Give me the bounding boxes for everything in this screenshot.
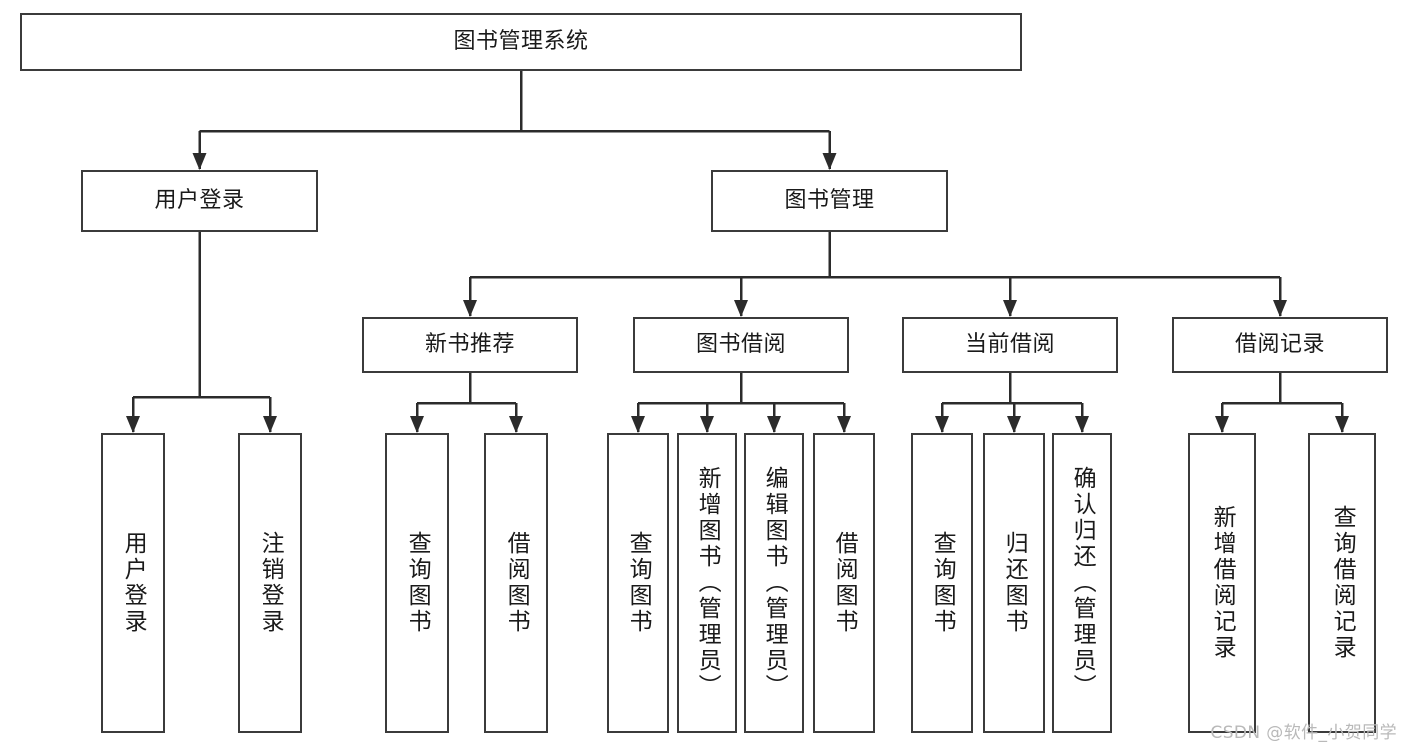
node-label: 借阅图书 [503, 531, 530, 635]
node-l-addrec[interactable]: 新增借阅记录 [1188, 433, 1256, 733]
node-l-login[interactable]: 用户登录 [101, 433, 165, 733]
arrowhead-login [192, 153, 207, 170]
node-root[interactable]: 图书管理系统 [20, 13, 1022, 71]
arrowhead-records [1273, 300, 1287, 317]
arrowhead-l-q2 [631, 416, 645, 433]
node-borrow[interactable]: 图书借阅 [633, 317, 849, 373]
arrowhead-l-logout [263, 416, 277, 433]
node-bookmgmt[interactable]: 图书管理 [711, 170, 948, 232]
node-l-q2[interactable]: 查询图书 [607, 433, 669, 733]
node-l-b1[interactable]: 借阅图书 [484, 433, 548, 733]
arrowhead-bookmgmt [822, 153, 837, 170]
node-label: 查询图书 [404, 531, 431, 635]
arrowhead-l-b2 [837, 416, 851, 433]
arrowhead-l-q1 [410, 416, 424, 433]
arrowhead-l-add [700, 416, 714, 433]
node-label: 查询图书 [929, 531, 956, 635]
node-label: 归还图书 [1001, 531, 1028, 635]
node-label: 借阅图书 [831, 531, 858, 635]
arrowhead-l-confirm [1075, 416, 1089, 433]
arrowhead-l-qrec [1335, 416, 1349, 433]
node-l-q3[interactable]: 查询图书 [911, 433, 973, 733]
node-current[interactable]: 当前借阅 [902, 317, 1118, 373]
arrowhead-newbook [463, 300, 477, 317]
node-newbook[interactable]: 新书推荐 [362, 317, 578, 373]
arrowhead-l-return [1007, 416, 1021, 433]
node-l-qrec[interactable]: 查询借阅记录 [1308, 433, 1376, 733]
node-label: 用户登录 [154, 188, 245, 214]
arrowhead-current [1003, 300, 1017, 317]
node-label: 编辑图书（管理员） [761, 466, 788, 700]
node-label: 图书借阅 [695, 332, 786, 358]
node-label: 新增图书（管理员） [694, 466, 721, 700]
node-login[interactable]: 用户登录 [81, 170, 318, 232]
node-label: 借阅记录 [1234, 332, 1325, 358]
arrowhead-l-b1 [509, 416, 523, 433]
node-l-q1[interactable]: 查询图书 [385, 433, 449, 733]
arrowhead-l-addrec [1215, 416, 1229, 433]
node-label: 查询借阅记录 [1329, 505, 1356, 661]
node-l-logout[interactable]: 注销登录 [238, 433, 302, 733]
node-label: 查询图书 [625, 531, 652, 635]
node-label: 新书推荐 [424, 332, 515, 358]
node-label: 当前借阅 [964, 332, 1055, 358]
node-l-confirm[interactable]: 确认归还（管理员） [1052, 433, 1112, 733]
node-label: 图书管理系统 [453, 29, 589, 55]
node-l-b2[interactable]: 借阅图书 [813, 433, 875, 733]
node-label: 图书管理 [784, 188, 875, 214]
node-label: 注销登录 [257, 531, 284, 635]
node-label: 用户登录 [120, 531, 147, 635]
arrowhead-l-q3 [935, 416, 949, 433]
node-l-add[interactable]: 新增图书（管理员） [677, 433, 737, 733]
node-label: 确认归还（管理员） [1069, 466, 1096, 700]
arrowhead-l-login [126, 416, 140, 433]
node-records[interactable]: 借阅记录 [1172, 317, 1388, 373]
arrowhead-borrow [734, 300, 748, 317]
watermark-text: CSDN @软件_小贺同学 [1210, 723, 1397, 743]
node-l-edit[interactable]: 编辑图书（管理员） [744, 433, 804, 733]
node-label: 新增借阅记录 [1209, 505, 1236, 661]
node-l-return[interactable]: 归还图书 [983, 433, 1045, 733]
arrowhead-l-edit [767, 416, 781, 433]
